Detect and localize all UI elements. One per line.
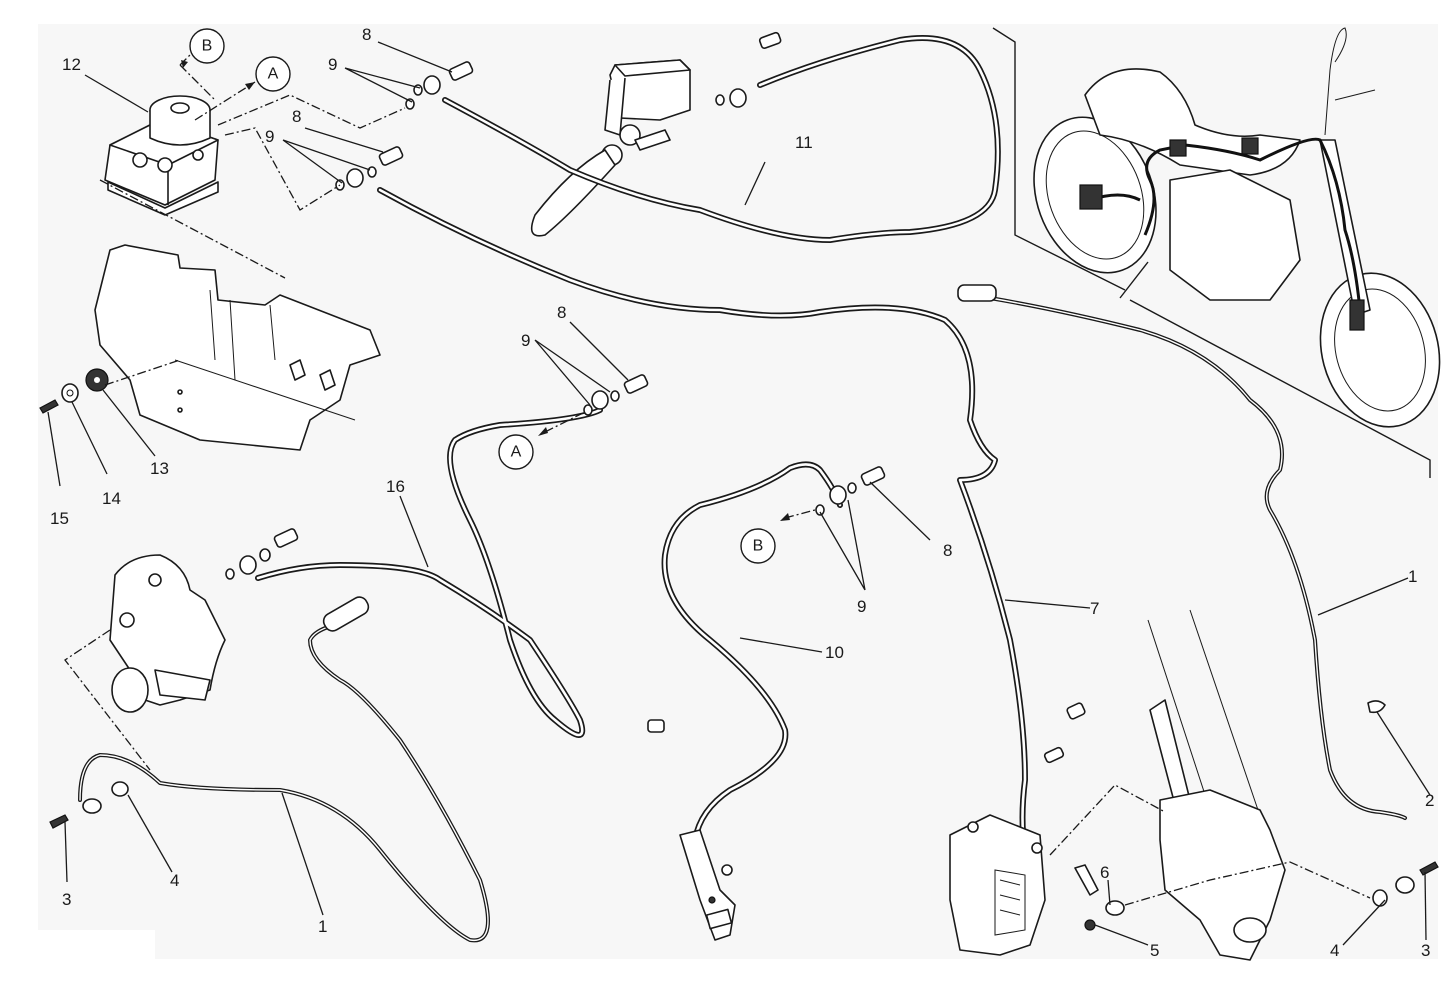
callout-9-top2: 9 xyxy=(265,127,274,146)
callout-3-right: 3 xyxy=(1421,941,1430,960)
rear-master-cylinder xyxy=(679,829,736,941)
rear-sensor-head xyxy=(322,596,370,632)
callout-9-mid: 9 xyxy=(521,331,530,350)
callout-6: 6 xyxy=(1100,863,1109,882)
callout-10: 10 xyxy=(825,643,844,662)
reference-arrows xyxy=(181,60,790,521)
banjo-fittings xyxy=(225,31,1086,764)
callout-9-right: 9 xyxy=(857,597,866,616)
front-fork-leg xyxy=(1074,609,1286,961)
leader-lines xyxy=(47,41,1431,946)
callout-16: 16 xyxy=(386,477,405,496)
inset-frame-lines xyxy=(992,27,1431,478)
abs-bracket xyxy=(94,244,381,451)
callout-labels: 12 8 9 8 9 11 8 9 13 14 15 16 8 9 10 7 1… xyxy=(50,25,1434,960)
bracket-fasteners xyxy=(39,368,109,414)
cable-grommet xyxy=(1367,700,1386,714)
callout-5: 5 xyxy=(1150,941,1159,960)
brake-hoses xyxy=(255,35,1028,853)
front-master-cylinder xyxy=(530,59,691,237)
motorcycle-inset xyxy=(992,27,1441,478)
abs-control-unit xyxy=(104,95,219,216)
callout-14: 14 xyxy=(102,489,121,508)
callout-1-left: 1 xyxy=(318,917,327,936)
callout-12: 12 xyxy=(62,55,81,74)
callout-2: 2 xyxy=(1425,791,1434,810)
callout-8-mid: 8 xyxy=(557,303,566,322)
reference-markers: B A A B xyxy=(189,28,776,564)
callout-7: 7 xyxy=(1090,599,1099,618)
callout-3-left: 3 xyxy=(62,890,71,909)
front-sensor-head xyxy=(957,284,997,302)
callout-4-right: 4 xyxy=(1330,941,1339,960)
callout-4-left: 4 xyxy=(170,871,179,890)
callout-8-top1: 8 xyxy=(362,25,371,44)
engine xyxy=(1169,169,1301,301)
callout-15: 15 xyxy=(50,509,69,528)
ref-a-top: A xyxy=(268,66,279,83)
sensor-fasteners xyxy=(49,700,1439,907)
callout-13: 13 xyxy=(150,459,169,478)
front-brake-caliper xyxy=(949,814,1046,956)
callout-1-right: 1 xyxy=(1408,567,1417,586)
callout-9-top1: 9 xyxy=(328,55,337,74)
abs-sensor-wires xyxy=(78,284,1407,943)
screw xyxy=(39,399,59,414)
ref-b-mid: B xyxy=(753,538,764,555)
rear-brake-caliper xyxy=(109,554,226,713)
callout-11: 11 xyxy=(795,133,813,152)
ref-a-mid: A xyxy=(511,444,522,461)
ref-b-top: B xyxy=(202,38,213,55)
callout-8-top2: 8 xyxy=(292,107,301,126)
assembly-dash-lines xyxy=(64,54,1371,906)
callout-8-right: 8 xyxy=(943,541,952,560)
